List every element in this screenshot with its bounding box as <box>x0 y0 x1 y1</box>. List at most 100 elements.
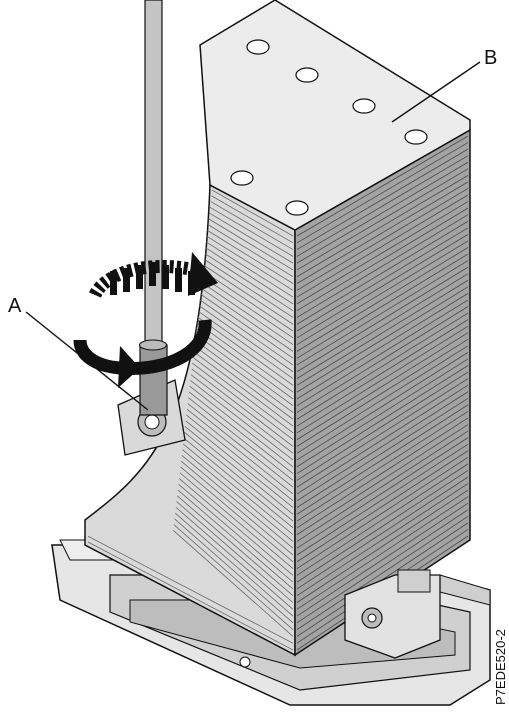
heatsink-fin-line <box>296 201 469 305</box>
heatsink-fin-line <box>296 253 469 359</box>
heatsink-fin-line <box>296 142 469 244</box>
heatsink-fin-line <box>178 478 294 576</box>
heatsink-fin-line <box>296 279 469 386</box>
screw-icon <box>246 39 270 55</box>
heatsink-fin-line <box>296 135 469 237</box>
callout-b: B <box>391 47 497 123</box>
rotation-hatch-mark <box>149 262 156 286</box>
heatsink-fin-line <box>296 470 469 583</box>
heatsink-fin-line <box>189 385 294 468</box>
heatsink-fin-line <box>296 515 469 630</box>
heatsink-fin-line <box>296 332 469 440</box>
heatsink-fin-line <box>296 148 469 250</box>
heatsink-fin-line <box>296 207 469 311</box>
heatsink-fin-line <box>296 220 469 325</box>
screwdriver <box>138 0 168 416</box>
callout-b-label: B <box>484 47 497 69</box>
heatsink-fin-line <box>185 420 294 508</box>
heatsink-fin-line <box>180 466 294 563</box>
heatsink-fin-line <box>296 450 469 563</box>
heatsink-fin-line <box>204 253 294 311</box>
heatsink-fin-line <box>195 333 294 406</box>
heatsink-fin-line <box>173 524 294 630</box>
heatsink-fin-line <box>296 384 469 495</box>
heatsink-fin-line <box>296 430 469 542</box>
heatsink-fin-line <box>197 316 294 386</box>
rotation-hatch-mark <box>123 268 130 292</box>
heatsink-fin-line <box>296 345 469 454</box>
heatsink-fin-line <box>184 432 294 522</box>
heatsink-fin-line <box>296 234 469 339</box>
heatsink-fin-line <box>205 241 294 298</box>
retention-clip <box>344 569 441 659</box>
heatsink-fin-line <box>179 472 294 569</box>
heatsink-fin-line <box>296 168 469 271</box>
heatsink-fin-line <box>210 201 294 250</box>
heatsink-fin-line <box>184 426 294 515</box>
heatsink-fin-line <box>296 365 469 474</box>
heatsink-fin-line <box>207 224 294 278</box>
heatsink-fin-line <box>296 286 469 393</box>
figure-id: P7EDE520-2 <box>493 629 508 705</box>
screw-icon <box>404 129 428 145</box>
heatsink-fin-line <box>198 305 294 373</box>
heatsink-fin-line <box>193 351 294 427</box>
heatsink-fin-line <box>178 483 294 583</box>
heatsink-fin-line <box>296 161 469 264</box>
screw-icon <box>352 98 376 114</box>
heatsink-fin-line <box>296 437 469 549</box>
heatsink-fin-line <box>87 535 294 644</box>
heatsink-fin-line <box>188 397 294 481</box>
heatsink-fin-line <box>202 270 294 332</box>
heatsink-front-fins <box>87 189 294 651</box>
heatsink-fin-line <box>205 247 294 305</box>
heatsink-fin-line <box>173 530 294 637</box>
heatsink-fin-line <box>208 218 294 271</box>
heatsink-fin-line <box>296 293 469 400</box>
heatsink-fin-line <box>186 414 294 502</box>
heatsink-fin-line <box>296 194 469 298</box>
heatsink-fin-line <box>296 260 469 366</box>
heatsink-fin-line <box>296 266 469 373</box>
heatsink-fin-line <box>200 287 294 352</box>
heatsink-fin-line <box>194 339 294 413</box>
heatsink-fin-line <box>296 240 469 345</box>
heatsink-fin-line <box>174 518 294 624</box>
heatsink-fin-line <box>191 368 294 447</box>
heatsink-fin-line <box>180 460 294 556</box>
heatsink-fin-line <box>201 276 294 339</box>
heatsink-fin-line <box>296 483 469 597</box>
heatsink-fin-line <box>296 424 469 535</box>
heatsink-fin-line <box>177 489 294 590</box>
heatsink-fin-line <box>196 322 294 393</box>
heatsink-fin-line <box>296 227 469 332</box>
heatsink-fin-line <box>296 404 469 515</box>
heatsink-fin-line <box>296 476 469 590</box>
heatsink-fin-line <box>296 502 469 617</box>
heatsink-fin-line <box>206 235 294 291</box>
heatsink-fin-line <box>203 258 294 318</box>
heatsink-fin-line <box>190 380 294 461</box>
heatsink-fin-line <box>199 293 294 359</box>
heatsink-fin-line <box>296 325 469 434</box>
heatsink <box>84 0 471 659</box>
heatsink-fin-line <box>296 273 469 379</box>
heatsink-fin-line <box>196 328 294 400</box>
heatsink-fin-line <box>296 509 469 624</box>
heatsink-fin-line <box>190 374 294 454</box>
heatsink-fin-line <box>296 319 469 427</box>
heatsink-fin-line <box>203 264 294 325</box>
heatsink-fin-line <box>296 155 469 257</box>
heatsink-fin-line <box>197 310 294 379</box>
heatsink-side-fins <box>296 135 469 651</box>
heatsink-fin-line <box>175 512 294 617</box>
heatsink-fin-line <box>296 391 469 502</box>
callout-a-label: A <box>8 295 22 317</box>
heatsink-fin-line <box>296 397 469 508</box>
heatsink-fin-line <box>192 357 294 434</box>
screw-icon <box>285 200 309 216</box>
rotation-hatch-mark <box>162 265 169 289</box>
heatsink-fin-line <box>175 507 294 610</box>
callout-a: A <box>8 295 149 411</box>
